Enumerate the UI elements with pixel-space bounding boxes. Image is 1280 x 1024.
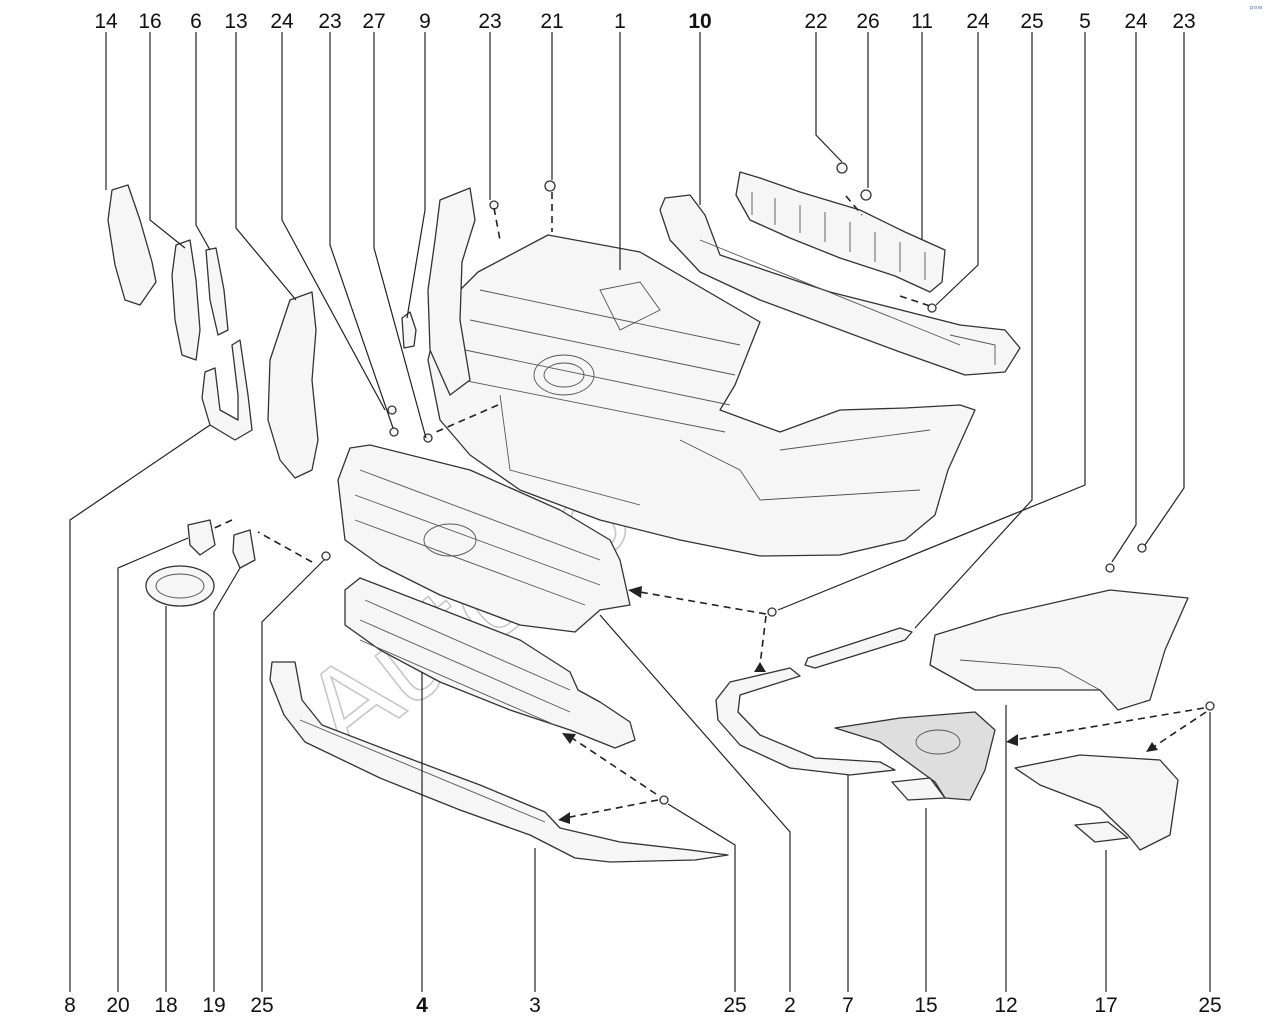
small-strip-part (804, 627, 913, 669)
callouts-top: 14 16 6 13 24 23 27 9 23 21 1 10 22 26 1… (94, 10, 1195, 33)
callout-bottom-4: 19 (202, 994, 225, 1017)
callout-top-13: 22 (804, 10, 827, 33)
bracket-part (735, 171, 946, 293)
callout-top-3: 6 (190, 10, 202, 33)
callout-bottom-12: 12 (994, 994, 1017, 1017)
callout-top-17: 25 (1020, 10, 1043, 33)
dashed-arrows (209, 192, 1207, 824)
callout-bottom-1: 8 (64, 994, 76, 1017)
callout-top-16: 24 (966, 10, 990, 33)
callout-bottom-14: 25 (1198, 994, 1221, 1017)
trim-strip-part (715, 667, 896, 776)
callout-bottom-11: 15 (914, 994, 937, 1017)
callout-bottom-9: 2 (784, 994, 796, 1017)
callouts-bottom: 8 20 18 19 25 4 3 25 2 7 15 12 17 25 (64, 994, 1222, 1017)
callout-top-11: 1 (614, 10, 626, 33)
callout-bottom-8: 25 (723, 994, 746, 1017)
side-bracket-part (401, 187, 476, 396)
callout-top-15: 11 (911, 10, 933, 33)
callout-bottom-2: 20 (106, 994, 129, 1017)
callout-bottom-6: 4 (416, 994, 428, 1017)
callout-top-2: 16 (138, 10, 161, 33)
callout-top-9: 23 (478, 10, 501, 33)
parts-group (107, 162, 1215, 863)
corner-mark: ᵖᵒʷ (1250, 5, 1263, 15)
callout-top-19: 24 (1124, 10, 1148, 33)
leader-lines (69, 32, 1211, 992)
callout-bottom-10: 7 (842, 994, 854, 1017)
callout-bottom-5: 25 (250, 994, 273, 1017)
callout-top-4: 13 (224, 10, 247, 33)
callout-bottom-13: 17 (1094, 994, 1117, 1017)
lower-grille-part (344, 577, 636, 749)
fog-frame-part (834, 711, 996, 801)
callout-top-20: 23 (1172, 10, 1195, 33)
emblem-parts (145, 519, 256, 607)
callout-top-7: 27 (362, 10, 385, 33)
callout-bottom-3: 18 (154, 994, 177, 1017)
grille-part (337, 444, 631, 633)
left-bracket-parts (107, 184, 319, 479)
callout-top-18: 5 (1079, 10, 1091, 33)
callout-top-10: 21 (540, 10, 563, 33)
callout-bottom-7: 3 (529, 994, 541, 1017)
callout-top-14: 26 (856, 10, 879, 33)
fasteners (321, 162, 1215, 805)
absorber-bar-part (659, 194, 1021, 376)
side-bumper-part (929, 589, 1189, 711)
callout-top-6: 23 (318, 10, 341, 33)
bumper-cover-part (427, 234, 976, 557)
right-fog-frame-part (1014, 754, 1179, 851)
callout-top-1: 14 (94, 10, 118, 33)
callout-top-12: 10 (688, 10, 711, 33)
callout-top-8: 9 (419, 10, 431, 33)
callout-top-5: 24 (270, 10, 294, 33)
